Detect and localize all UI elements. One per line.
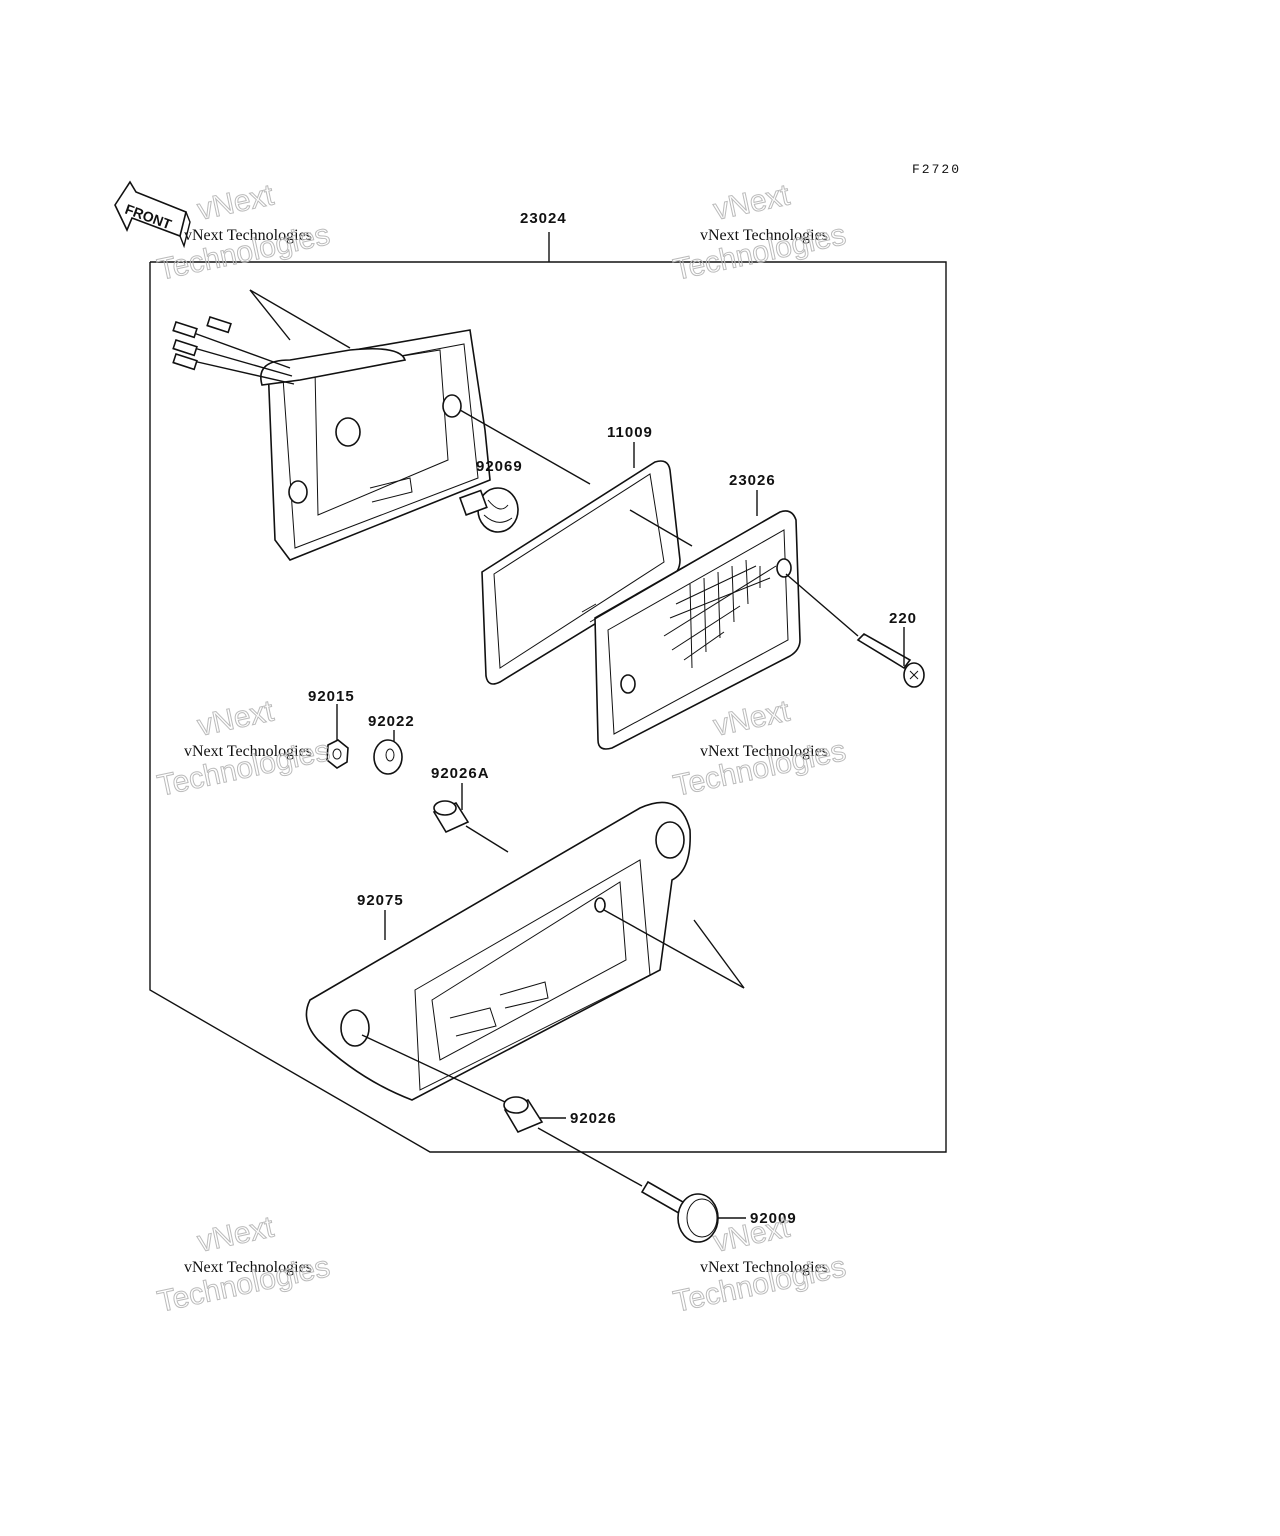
label-23026: 23026 [729, 472, 776, 489]
assembly-frame [149, 232, 947, 1153]
svg-text:vNext Technologies: vNext Technologies [700, 227, 828, 244]
svg-text:vNext: vNext [711, 694, 794, 742]
label-23024: 23024 [520, 210, 567, 227]
lens-grid [663, 559, 777, 669]
label-92026: 92026 [570, 1110, 617, 1127]
wire-connectors [172, 315, 295, 385]
svg-text:vNext Technologies: vNext Technologies [184, 743, 312, 760]
label-92015: 92015 [308, 688, 355, 705]
svg-text:vNext Technologies: vNext Technologies [184, 1259, 312, 1276]
label-92075: 92075 [357, 892, 404, 909]
label-11009: 11009 [607, 424, 653, 441]
svg-text:vNext: vNext [195, 178, 278, 226]
svg-text:vNext Technologies: vNext Technologies [184, 227, 312, 244]
bolt-92009 [640, 1180, 719, 1243]
washer-92022 [373, 739, 403, 775]
bulb-92069 [458, 487, 519, 533]
svg-text:vNext Technologies: vNext Technologies [700, 743, 828, 760]
label-92009: 92009 [750, 1210, 797, 1227]
label-92026a: 92026A [431, 765, 490, 782]
lens-23026 [589, 510, 801, 750]
lamp-housing [172, 289, 491, 561]
collar-92026a [432, 800, 470, 834]
bracket-92075 [305, 801, 691, 1101]
screw-220 [856, 633, 925, 688]
label-220: 220 [889, 610, 917, 627]
label-92022: 92022 [368, 713, 415, 730]
svg-text:vNext Technologies: vNext Technologies [700, 1259, 828, 1276]
label-92069: 92069 [476, 458, 523, 475]
collar-92026 [503, 1096, 544, 1134]
svg-text:vNext: vNext [195, 694, 278, 742]
nut-92015 [326, 739, 349, 769]
watermark: vNext vNext Technologies Technologies vN… [154, 178, 849, 1319]
svg-text:vNext: vNext [711, 178, 794, 226]
svg-text:vNext: vNext [195, 1210, 278, 1258]
front-arrow-icon: FRONT [114, 180, 191, 249]
figure-code: F2720 [912, 162, 961, 177]
